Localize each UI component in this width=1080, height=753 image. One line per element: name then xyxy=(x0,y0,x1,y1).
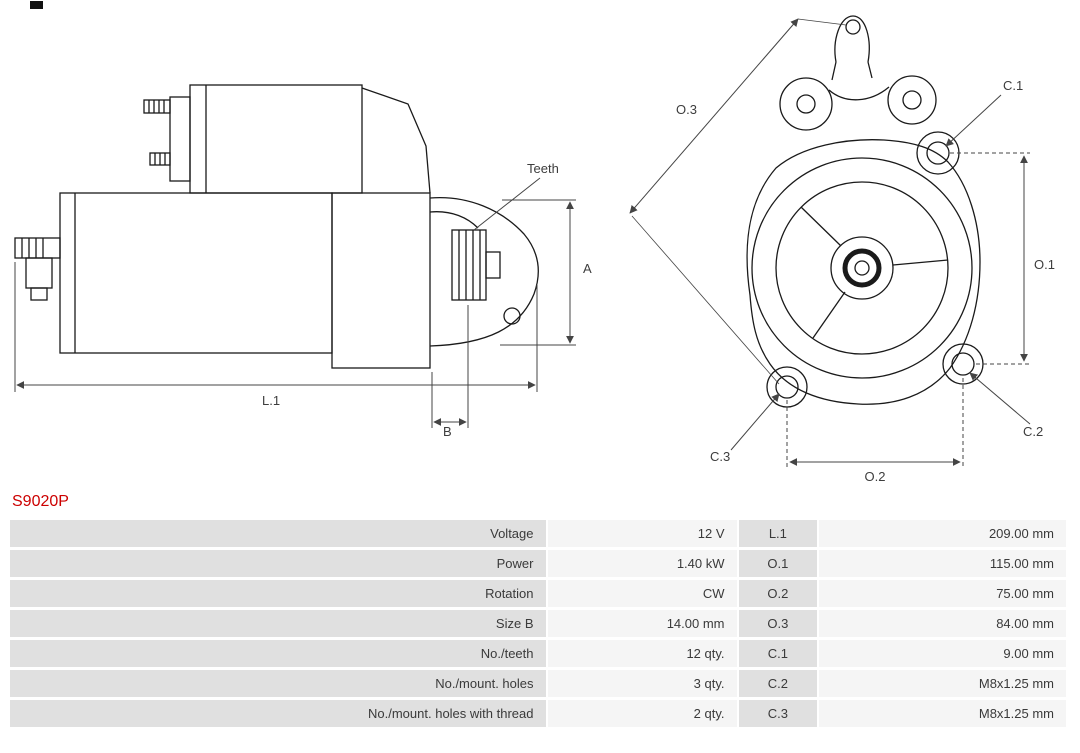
dim-b-label: B xyxy=(443,424,452,439)
corner-mark xyxy=(30,1,43,9)
table-row: No./mount. holes 3 qty. C.2 M8x1.25 mm xyxy=(10,670,1066,697)
dim-value: 209.00 mm xyxy=(819,520,1066,547)
dim-key: O.1 xyxy=(738,550,818,577)
dim-value: M8x1.25 mm xyxy=(819,700,1066,727)
spec-value: 1.40 kW xyxy=(547,550,737,577)
dim-key: O.3 xyxy=(738,610,818,637)
spec-value: 3 qty. xyxy=(547,670,737,697)
spec-value: 14.00 mm xyxy=(547,610,737,637)
table-row: Size B 14.00 mm O.3 84.00 mm xyxy=(10,610,1066,637)
spec-label: Size B xyxy=(10,610,546,637)
front-view-drawing xyxy=(746,15,984,408)
table-row: Power 1.40 kW O.1 115.00 mm xyxy=(10,550,1066,577)
table-row: No./teeth 12 qty. C.1 9.00 mm xyxy=(10,640,1066,667)
spec-label: No./mount. holes xyxy=(10,670,546,697)
dim-key: L.1 xyxy=(738,520,818,547)
dim-key: C.1 xyxy=(738,640,818,667)
spec-label: No./teeth xyxy=(10,640,546,667)
side-view-drawing xyxy=(14,84,539,369)
spec-value: 12 qty. xyxy=(547,640,737,667)
dim-o1-label: O.1 xyxy=(1034,257,1055,272)
dim-c1-label: C.1 xyxy=(1003,78,1023,93)
table-row: Voltage 12 V L.1 209.00 mm xyxy=(10,520,1066,547)
spec-value: 2 qty. xyxy=(547,700,737,727)
spec-label: Rotation xyxy=(10,580,546,607)
table-row: No./mount. holes with thread 2 qty. C.3 … xyxy=(10,700,1066,727)
spec-table: Voltage 12 V L.1 209.00 mm Power 1.40 kW… xyxy=(8,517,1068,730)
dim-key: O.2 xyxy=(738,580,818,607)
spec-value: CW xyxy=(547,580,737,607)
part-number: S9020P xyxy=(12,493,69,510)
dim-value: 84.00 mm xyxy=(819,610,1066,637)
dim-o3-label: O.3 xyxy=(676,102,697,117)
dim-c2-label: C.2 xyxy=(1023,424,1043,439)
spec-label: Power xyxy=(10,550,546,577)
front-view-dimension-lines xyxy=(629,18,1031,468)
dim-c3-label: C.3 xyxy=(710,449,730,464)
dim-a-label: A xyxy=(583,261,592,276)
front-view-labels: O.3 C.1 O.1 C.3 C.2 O.2 xyxy=(676,78,1055,484)
spec-label: Voltage xyxy=(10,520,546,547)
dim-value: M8x1.25 mm xyxy=(819,670,1066,697)
dim-value: 115.00 mm xyxy=(819,550,1066,577)
dim-l1-label: L.1 xyxy=(262,393,280,408)
side-view-dimension-lines xyxy=(14,177,576,428)
side-view-labels: Teeth A L.1 B xyxy=(262,161,592,439)
dim-o2-label: O.2 xyxy=(865,469,886,484)
table-row: Rotation CW O.2 75.00 mm xyxy=(10,580,1066,607)
dim-value: 75.00 mm xyxy=(819,580,1066,607)
technical-diagram: Teeth A L.1 B xyxy=(14,1,1055,484)
dim-key: C.3 xyxy=(738,700,818,727)
teeth-label: Teeth xyxy=(527,161,559,176)
spec-label: No./mount. holes with thread xyxy=(10,700,546,727)
dim-key: C.2 xyxy=(738,670,818,697)
spec-value: 12 V xyxy=(547,520,737,547)
dim-value: 9.00 mm xyxy=(819,640,1066,667)
